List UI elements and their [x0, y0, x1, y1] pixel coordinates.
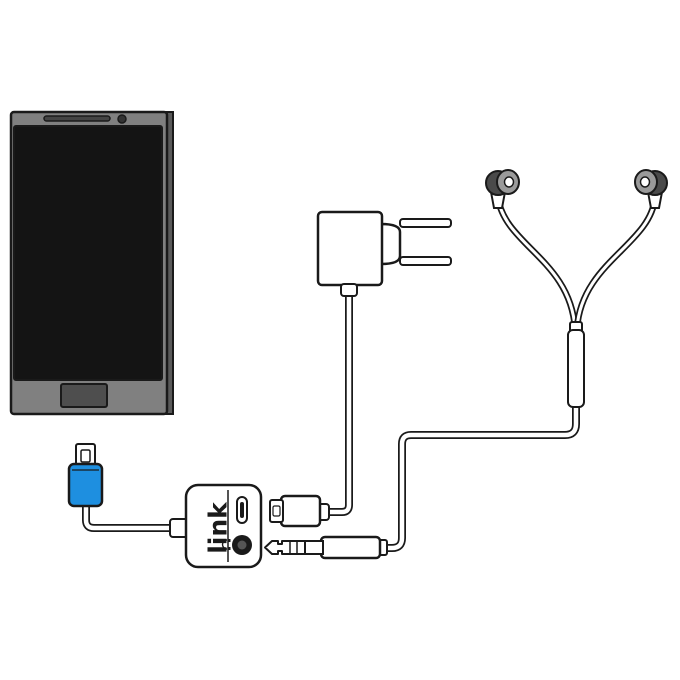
left-earbud — [485, 169, 520, 209]
usb-c-cable — [82, 501, 180, 532]
charger-cable — [321, 290, 353, 516]
earphone-cable — [381, 401, 580, 552]
smartphone-icon — [9, 110, 174, 416]
earphone-remote — [567, 329, 585, 408]
charger-strain-relief — [340, 283, 358, 297]
phone-screen — [13, 125, 163, 381]
usb-c-plug-body — [67, 462, 104, 508]
headphone-icon — [221, 539, 231, 550]
charger-plug-pin-bottom — [399, 256, 452, 266]
charger-usb-c-plug — [269, 494, 330, 528]
phone-home-button — [60, 383, 108, 408]
usb-c-plug — [67, 443, 104, 508]
left-earbud-wire — [494, 194, 579, 332]
phone-camera — [117, 114, 127, 124]
right-earbud — [634, 169, 668, 209]
cables — [82, 194, 659, 552]
audio-jack-tip — [264, 540, 306, 555]
earphones-icon — [485, 169, 668, 408]
right-earbud-wire — [573, 194, 659, 332]
charger-plug-pin-top — [399, 218, 452, 228]
audio-jack-body — [319, 535, 382, 560]
usb-c-splitter-adapter-icon: link — [169, 483, 263, 569]
wall-charger-icon — [316, 210, 452, 297]
charger-body — [316, 210, 384, 287]
audio-jack-plug — [264, 535, 388, 560]
phone-speaker — [43, 115, 111, 122]
